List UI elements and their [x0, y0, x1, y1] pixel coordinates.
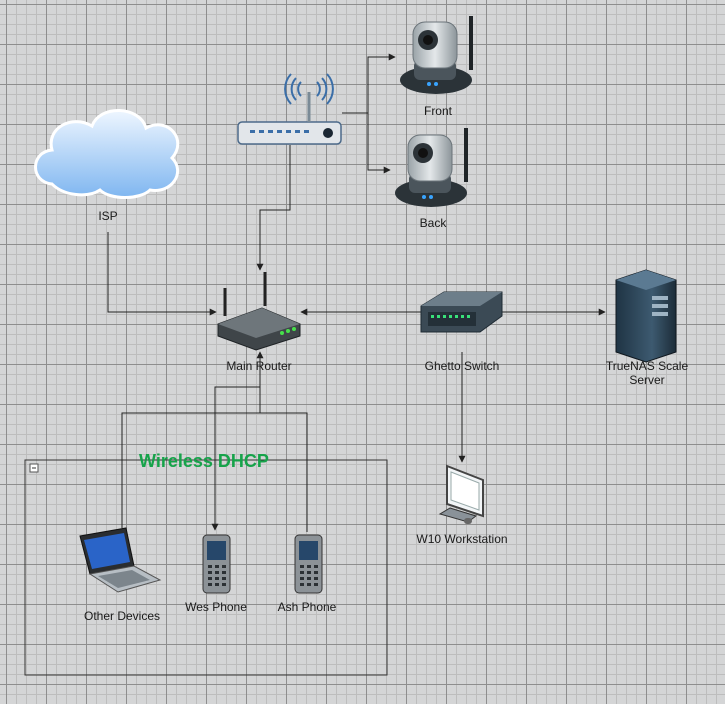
edge-ap-router[interactable] [256, 145, 291, 271]
switch-label: Ghetto Switch [424, 359, 500, 373]
connections [107, 53, 606, 532]
mobile-phone-icon[interactable] [294, 534, 323, 594]
edge-laptop-router[interactable] [121, 351, 264, 528]
workstation-label: W10 Workstation [416, 532, 508, 546]
group-title: Wireless DHCP [139, 451, 269, 471]
laptop-icon[interactable] [79, 527, 162, 593]
edge-isp-router[interactable] [107, 232, 217, 316]
isp-label: ISP [98, 209, 118, 223]
wireless-dhcp-group[interactable] [24, 459, 388, 676]
ash-phone-label: Ash Phone [277, 600, 337, 614]
nas-label-line1: TrueNAS Scale [605, 359, 689, 373]
nas-label-line2: Server [629, 373, 665, 387]
wireless-access-point-icon[interactable] [237, 73, 342, 145]
laptop-label: Other Devices [83, 609, 161, 623]
edge-ap-front[interactable] [342, 53, 396, 114]
server-tower-icon[interactable] [615, 269, 677, 363]
front-camera-label: Front [423, 104, 452, 118]
wireless-router-icon[interactable] [217, 272, 301, 351]
network-switch-icon[interactable] [420, 291, 503, 333]
main-router-label: Main Router [226, 359, 292, 373]
edge-ap-back[interactable] [342, 112, 391, 174]
mobile-phone-icon[interactable] [202, 534, 231, 594]
monitor-icon[interactable] [438, 464, 484, 524]
ip-camera-icon[interactable] [395, 128, 468, 207]
edge-router-wes-phone[interactable] [211, 386, 260, 531]
ip-camera-icon[interactable] [400, 16, 473, 94]
edge-ash-phone-router[interactable] [260, 412, 308, 532]
wes-phone-label: Wes Phone [185, 600, 247, 614]
cloud-icon[interactable] [34, 109, 180, 199]
back-camera-label: Back [419, 216, 447, 230]
